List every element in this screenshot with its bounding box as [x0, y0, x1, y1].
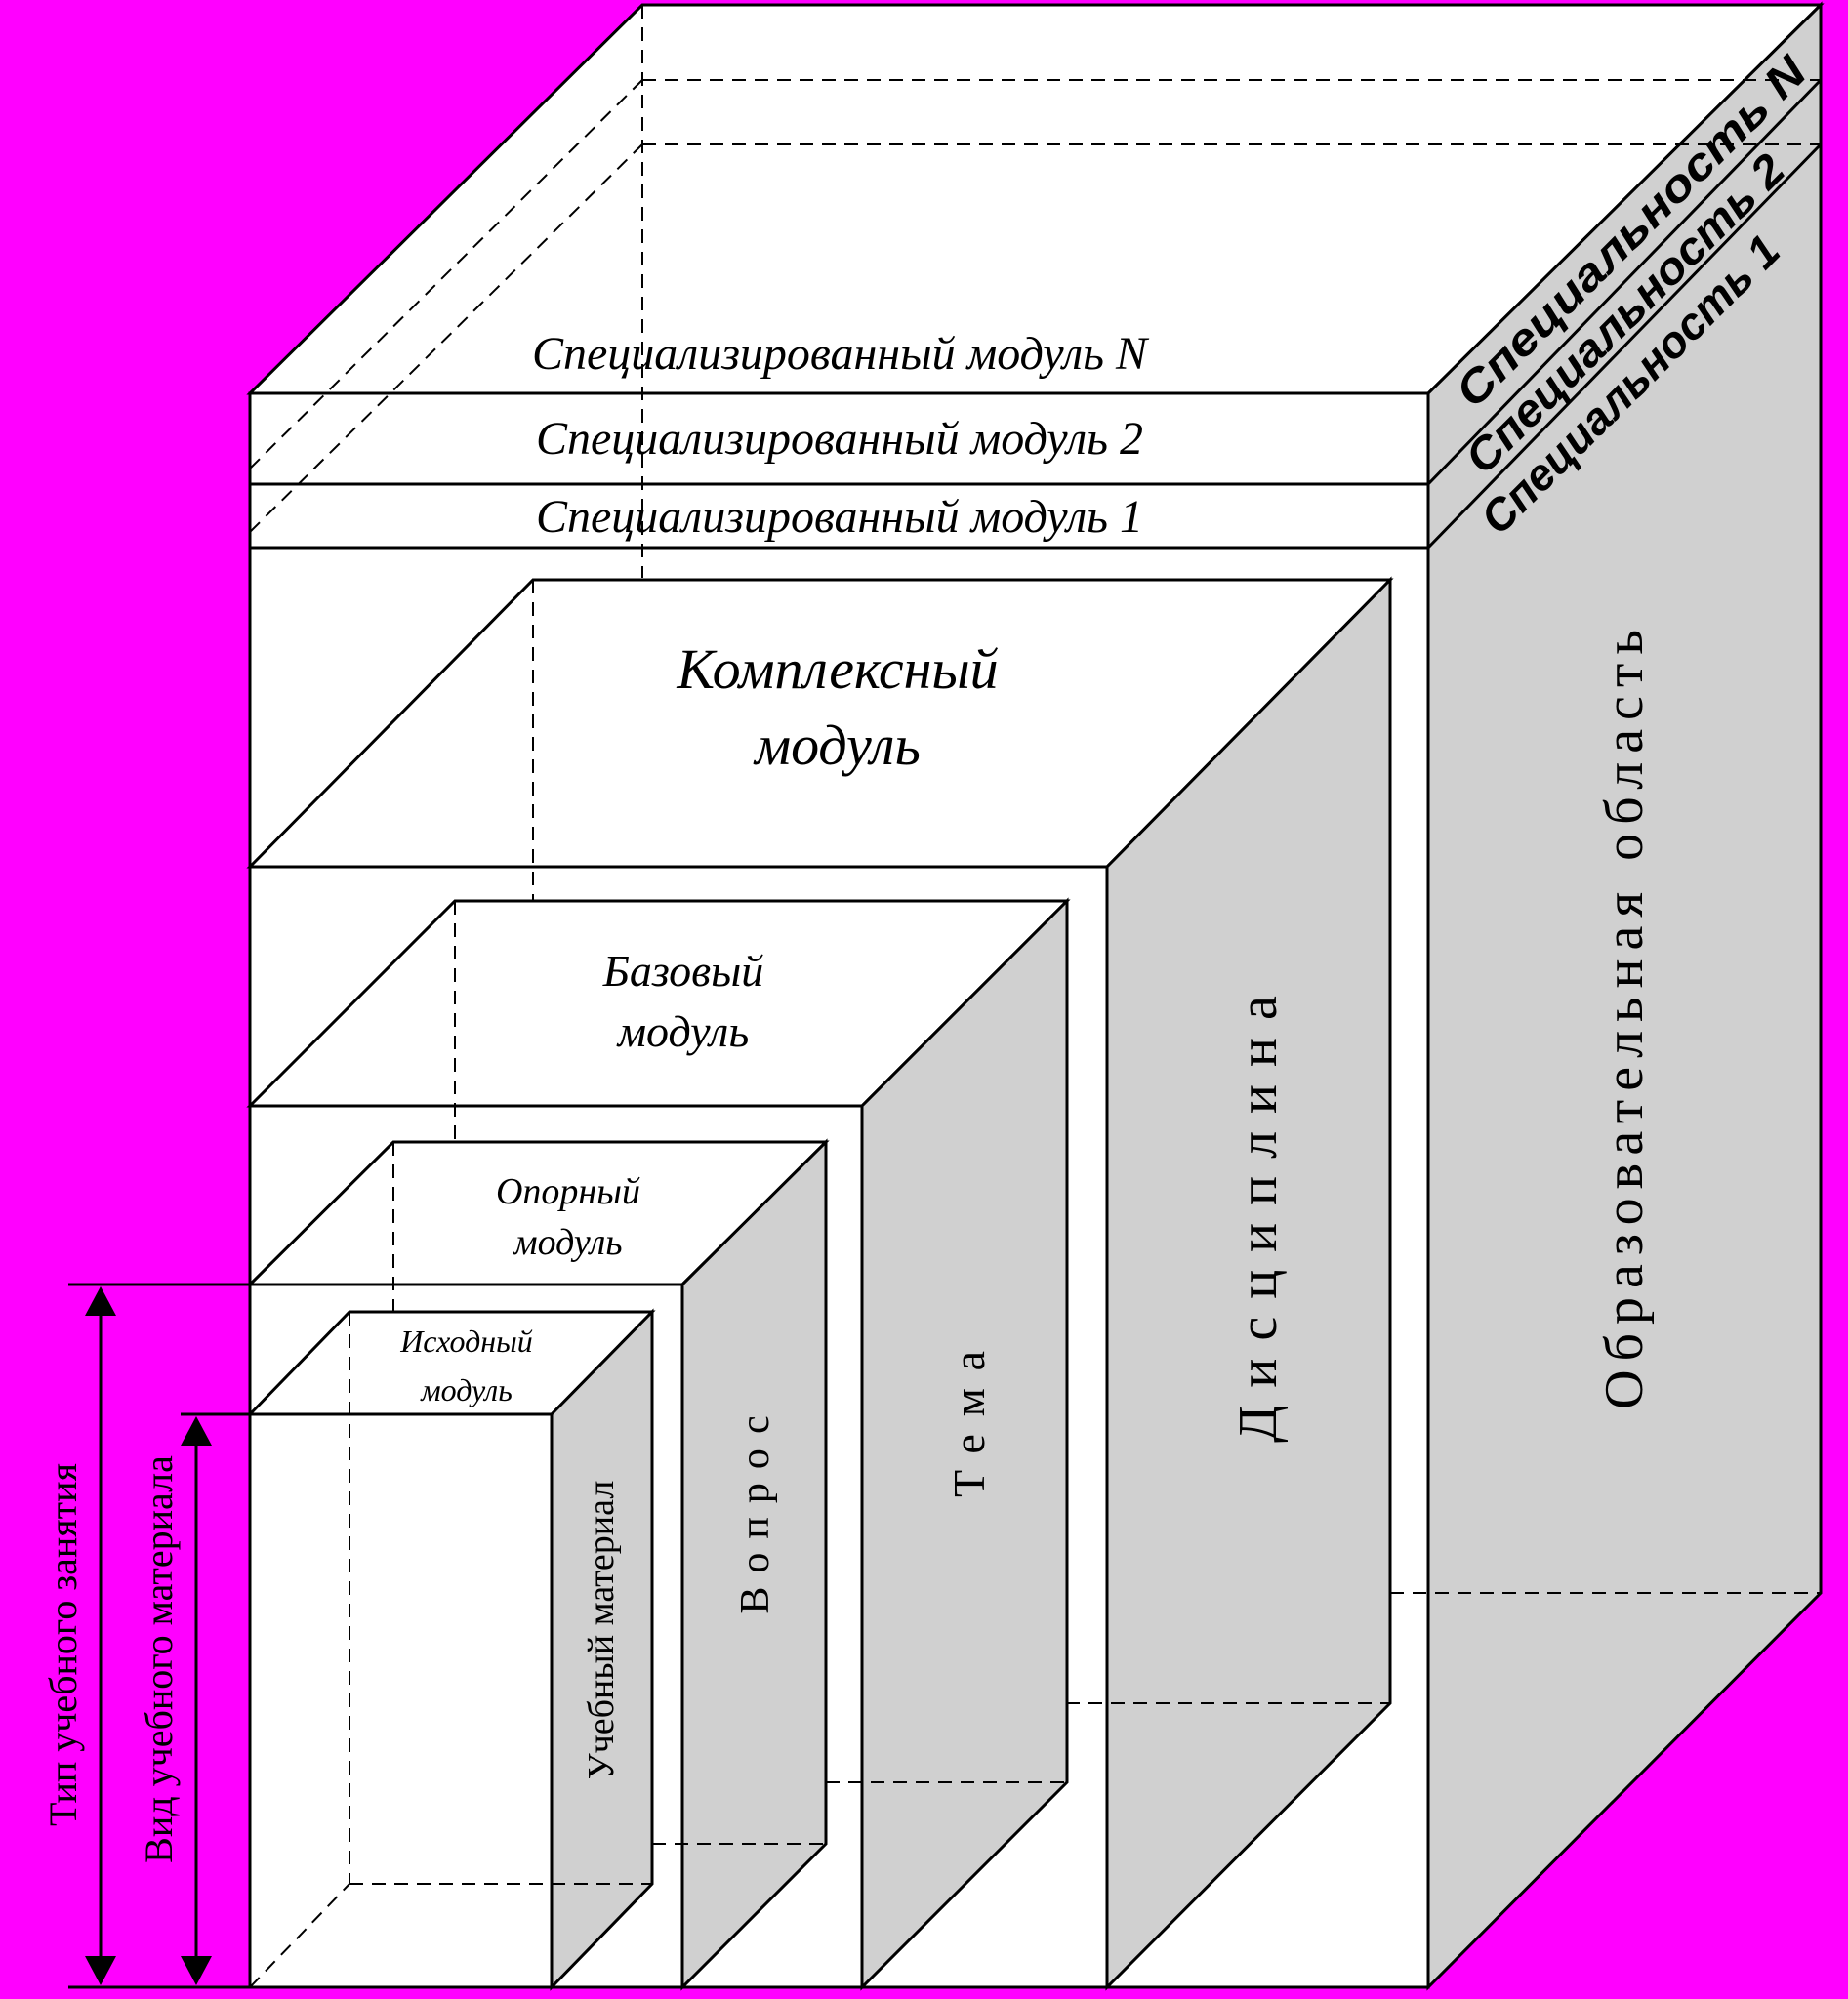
specialized-layer-lines — [250, 78, 1823, 550]
arrowhead-up-icon — [181, 1416, 212, 1446]
dimension-arrows — [68, 1283, 250, 1989]
question-side-face — [680, 1138, 828, 1991]
education-area-label: Образовательная область — [1594, 621, 1655, 1409]
specialized-module-n-label: Специализированный модуль N — [532, 328, 1150, 380]
base-module-label-line2: модуль — [616, 1006, 750, 1056]
arrowhead-down-icon — [181, 1956, 212, 1985]
lesson-type-label: Тип учебного занятия — [41, 1463, 85, 1826]
support-module-box — [246, 1138, 830, 1991]
complex-module-label-line1: Комплексный — [676, 637, 998, 701]
arrowhead-up-icon — [85, 1286, 116, 1316]
topic-side-face — [860, 897, 1069, 1991]
material-label: Учебный материал — [581, 1481, 622, 1780]
arrowhead-down-icon — [85, 1956, 116, 1985]
support-module-label-line2: модуль — [512, 1222, 622, 1263]
question-label: Вопрос — [733, 1402, 778, 1613]
topic-label: Тема — [944, 1333, 994, 1497]
outer-hidden-edges — [249, 5, 1821, 1594]
base-module-box — [246, 897, 1071, 1991]
specialized-module-2-label: Специализированный модуль 2 — [536, 413, 1143, 465]
material-kind-label: Вид учебного материала — [137, 1455, 181, 1863]
specialized-module-1-label: Специализированный модуль 1 — [536, 491, 1143, 543]
discipline-label: Дисциплина — [1228, 978, 1289, 1443]
source-front-face — [248, 1412, 554, 1989]
support-module-label-line1: Опорный — [496, 1171, 640, 1212]
complex-module-box — [246, 576, 1394, 1991]
source-module-label-line2: модуль — [420, 1372, 513, 1407]
base-module-label-line1: Базовый — [602, 946, 764, 996]
source-module-label-line1: Исходный — [399, 1324, 533, 1359]
complex-module-label-line2: модуль — [753, 714, 921, 777]
source-module-box — [246, 1308, 656, 1991]
